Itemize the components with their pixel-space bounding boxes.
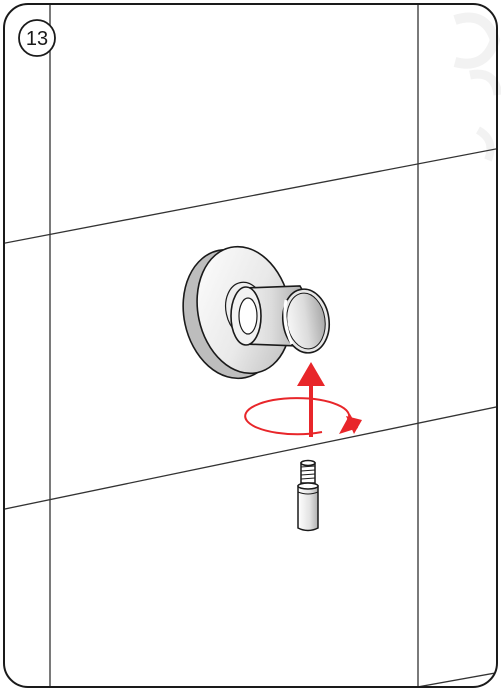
tile-seam-diagonal-upper — [4, 147, 497, 245]
step-number: 13 — [26, 28, 48, 50]
up-arrow-icon — [297, 362, 325, 437]
watermark-logo — [453, 12, 501, 162]
tile-seam-diagonal-bottom — [394, 671, 497, 687]
step-number-badge: 13 — [18, 19, 56, 57]
rotate-arrow-icon — [244, 397, 362, 436]
mixer-valve — [182, 245, 331, 380]
step-frame — [3, 3, 498, 688]
tile-seam-diagonal-lower — [4, 405, 497, 511]
grub-screw-icon — [297, 459, 319, 532]
